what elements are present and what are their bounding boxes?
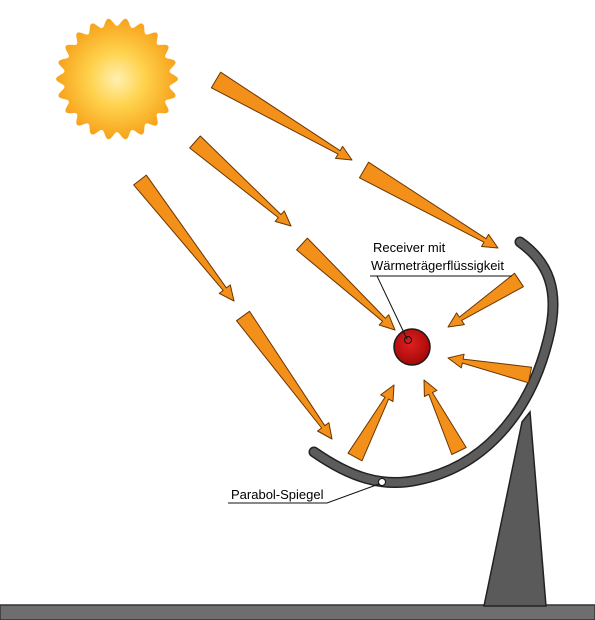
sun-icon	[56, 18, 178, 140]
mirror-leader-line	[228, 483, 380, 504]
light-ray-arrow	[189, 135, 292, 227]
receiver-leader-line	[376, 275, 408, 340]
receiver-marker	[404, 336, 412, 344]
sun-rays	[133, 71, 533, 462]
mirror-stand	[483, 410, 547, 607]
light-ray-arrow	[296, 237, 396, 331]
light-ray-arrow	[347, 384, 395, 462]
light-ray-arrow	[359, 161, 499, 249]
ground	[0, 604, 595, 620]
receiver-label-line2: Wärmeträgerflüssigkeit	[371, 258, 504, 273]
light-ray-arrow	[236, 310, 333, 440]
receiver-tube	[393, 328, 431, 366]
light-ray-arrow	[210, 71, 353, 161]
light-ray-arrow	[133, 174, 235, 302]
light-ray-arrow	[423, 379, 467, 455]
mirror-label: Parabol-Spiegel	[231, 487, 324, 502]
light-ray-arrow	[447, 353, 533, 384]
mirror-marker	[378, 478, 386, 486]
receiver-label-line1: Receiver mit	[373, 240, 446, 255]
light-ray-arrow	[447, 272, 524, 328]
parabolic-mirror-face	[310, 238, 558, 487]
